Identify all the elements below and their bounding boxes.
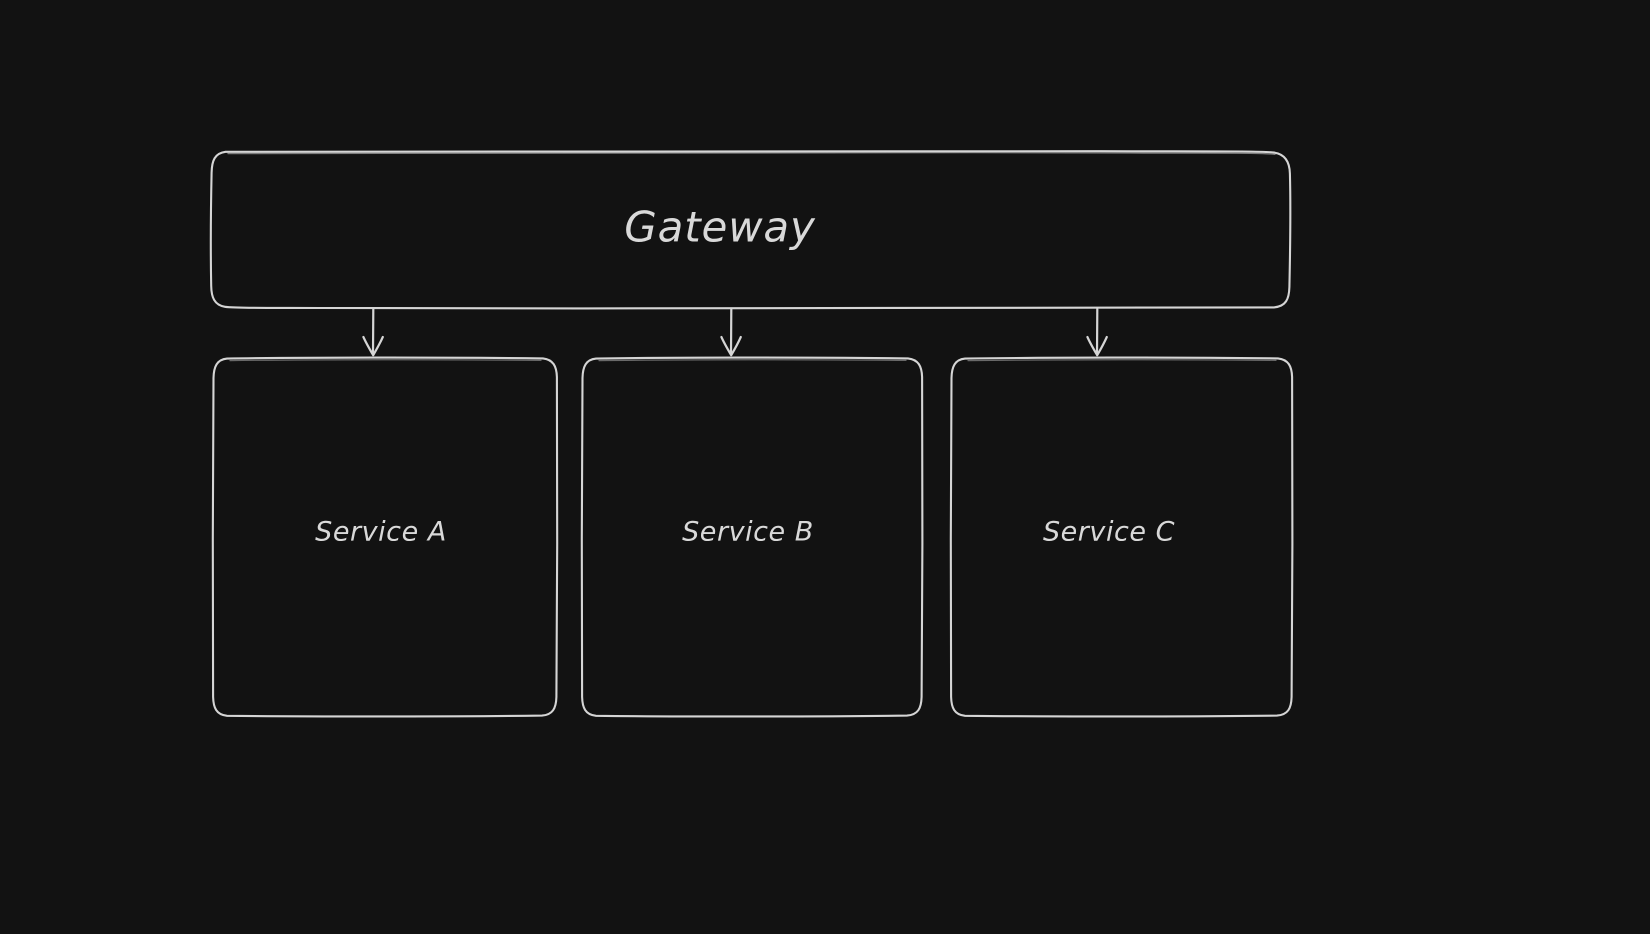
node-service-c[interactable] [949, 356, 1294, 718]
node-service-a[interactable] [211, 356, 559, 718]
node-service-a-outline [211, 356, 559, 718]
edge-gateway-to-service-c[interactable] [1086, 307, 1108, 357]
node-service-c-outline-sketch [967, 359, 1277, 362]
edge-gateway-to-service-b-arrowhead [720, 335, 742, 357]
node-service-b-outline-sketch [598, 359, 907, 362]
node-service-c-outline [949, 356, 1294, 718]
node-gateway-outline-sketch [227, 151, 1276, 156]
node-service-b-outline [580, 356, 924, 718]
edge-gateway-to-service-a-arrowhead [362, 335, 384, 357]
node-service-a-outline-sketch [229, 359, 542, 362]
edge-gateway-to-service-c-arrowhead [1086, 335, 1108, 357]
node-gateway[interactable] [209, 149, 1292, 310]
node-gateway-outline [209, 149, 1292, 310]
edge-gateway-to-service-b[interactable] [720, 307, 742, 357]
edge-gateway-to-service-a[interactable] [362, 307, 384, 357]
node-service-b[interactable] [580, 356, 924, 718]
